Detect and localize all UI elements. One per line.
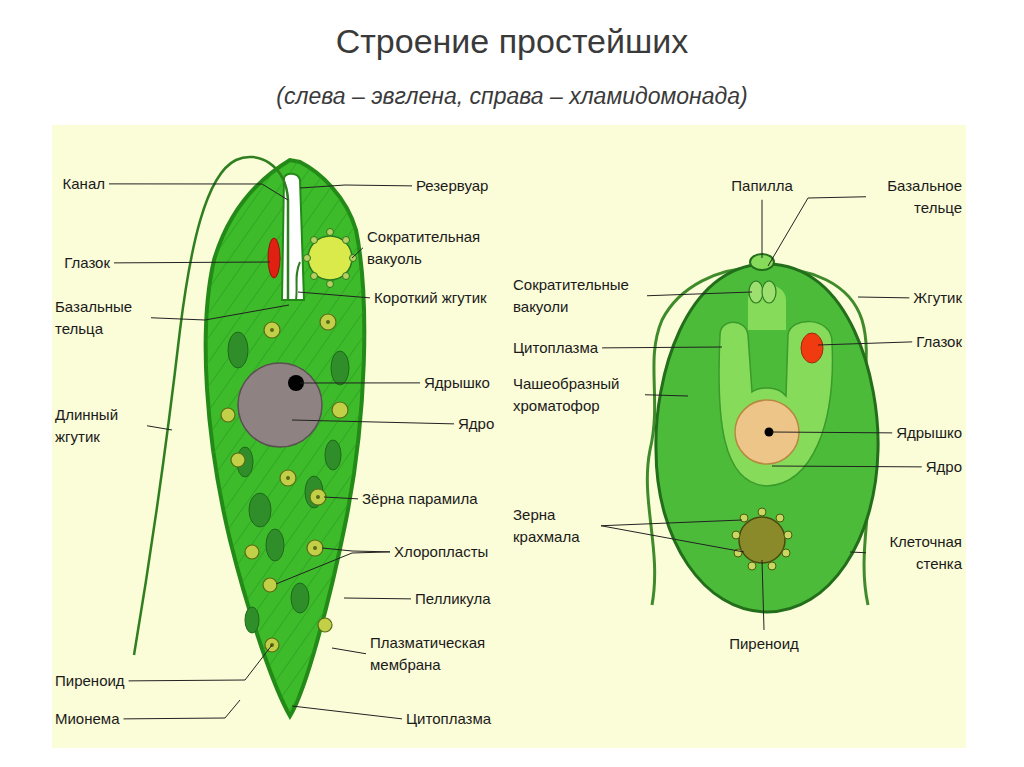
- subtitle: (слева – эвглена, справа – хламидомонада…: [276, 80, 747, 113]
- leader-line: [601, 526, 744, 552]
- leader-line: [850, 552, 866, 554]
- part-label: Хлоропласты: [394, 541, 488, 563]
- leader-line: [352, 248, 363, 258]
- leader-line: [762, 560, 764, 630]
- part-label: Ядро: [458, 413, 494, 435]
- leader-line: [324, 497, 358, 499]
- part-label: Длинный жгутик: [55, 404, 143, 448]
- part-label: Плазматическая мембрана: [370, 632, 505, 676]
- part-label: Зёрна парамила: [362, 488, 477, 510]
- euglena: [134, 150, 380, 730]
- leader-line: [647, 292, 752, 296]
- part-label: Пиреноид: [729, 633, 799, 655]
- leader-line: [298, 292, 370, 298]
- part-label: Цитоплазма: [406, 708, 491, 730]
- part-label: Глазок: [64, 252, 110, 274]
- leader-line: [276, 552, 390, 584]
- part-label: Чашеобразный хроматофор: [513, 373, 641, 417]
- leader-line: [300, 382, 420, 383]
- leader-line: [114, 262, 270, 264]
- leader-line: [602, 347, 722, 349]
- part-label: Жгутик: [913, 287, 962, 309]
- part-label: Цитоплазма: [513, 337, 598, 359]
- leader-line: [762, 200, 763, 258]
- leader-line: [332, 648, 366, 654]
- leader-line: [292, 420, 454, 424]
- leader-line: [322, 548, 390, 552]
- part-label: Пиреноид: [55, 670, 125, 692]
- part-label: Папилла: [731, 175, 792, 197]
- leader-line: [124, 700, 241, 719]
- leader-line: [109, 184, 288, 200]
- leader-line: [344, 598, 411, 600]
- leader-line: [768, 197, 866, 266]
- leader-line: [151, 305, 289, 320]
- leader-line: [772, 466, 922, 468]
- leader-line: [147, 426, 172, 430]
- part-label: Ядрышко: [424, 372, 490, 394]
- part-label: Базальные тельца: [55, 296, 147, 340]
- panel-ground: [52, 125, 966, 748]
- leader-line: [818, 342, 912, 345]
- part-label: Базальное тельце: [870, 175, 962, 219]
- leader-line: [772, 432, 892, 434]
- part-label: Ядро: [926, 456, 962, 478]
- part-label: Короткий жгутик: [374, 287, 487, 309]
- leader-line: [292, 706, 402, 719]
- part-label: Пелликула: [415, 588, 491, 610]
- title: Строение простейших: [0, 22, 1024, 61]
- part-label: Ядрышко: [896, 422, 962, 444]
- part-label: Сократительная вакуоль: [367, 226, 502, 270]
- part-label: Зерна крахмала: [513, 504, 597, 548]
- part-label: Резервуар: [416, 175, 488, 197]
- part-label: Сократительные вакуоли: [513, 274, 643, 318]
- leader-line: [129, 645, 272, 681]
- part-label: Мионема: [55, 708, 120, 730]
- part-label: Клеточная стенка: [870, 531, 962, 575]
- leader-line: [300, 185, 412, 188]
- leader-line: [645, 395, 688, 396]
- part-label: Канал: [63, 173, 105, 195]
- leader-line: [601, 520, 742, 526]
- leader-line: [858, 297, 909, 299]
- part-label: Глазок: [916, 331, 962, 353]
